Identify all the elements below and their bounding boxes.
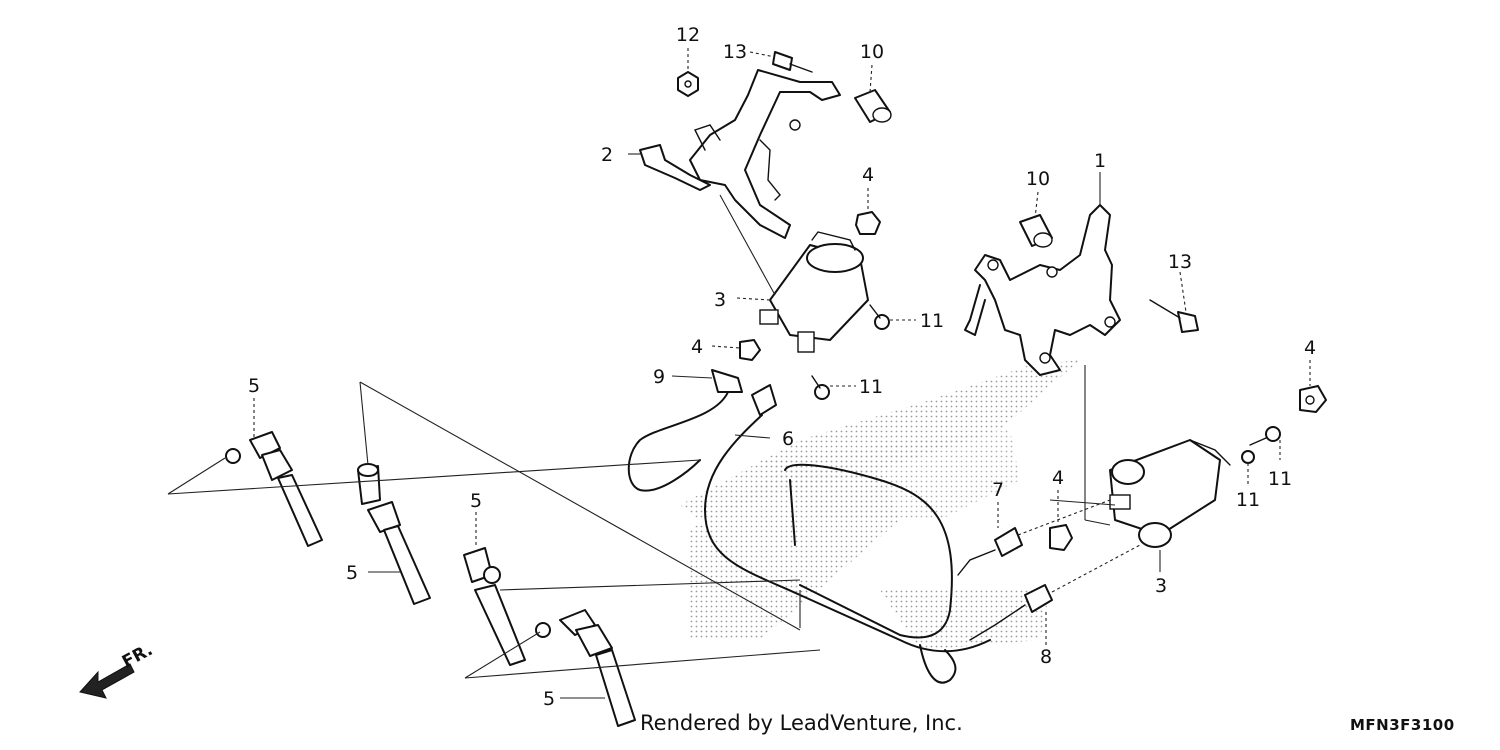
callout-5-mid-upper[interactable]: 5: [470, 490, 482, 512]
callout-13-right[interactable]: 13: [1168, 251, 1192, 273]
ignition-coil-right[interactable]: [1109, 439, 1231, 548]
diagram-code: MFN3F3100: [1350, 716, 1455, 734]
callout-12[interactable]: 12: [676, 24, 700, 46]
callout-3-right[interactable]: 3: [1155, 575, 1167, 597]
stipple-shading: [680, 360, 1080, 650]
high-tension-cable-6[interactable]: [704, 384, 991, 684]
callout-4-right[interactable]: 4: [1304, 337, 1316, 359]
callout-5-left[interactable]: 5: [248, 375, 260, 397]
render-credit: Rendered by LeadVenture, Inc.: [640, 711, 963, 735]
bolt-11-mid[interactable]: [811, 375, 830, 400]
ignition-coil-left[interactable]: [759, 231, 869, 353]
callout-8[interactable]: 8: [1040, 646, 1052, 668]
assembly-guide-lines: [167, 194, 1141, 679]
bolt-13-upper[interactable]: [772, 51, 813, 73]
callout-11-mid[interactable]: 11: [859, 376, 883, 398]
cable-connector-7[interactable]: [957, 527, 1023, 576]
callout-3-left[interactable]: 3: [714, 289, 726, 311]
nut-12[interactable]: [677, 71, 699, 97]
spark-plug-cap-5-a[interactable]: [225, 431, 323, 547]
callout-9[interactable]: 9: [653, 366, 665, 388]
callout-4-mid[interactable]: 4: [691, 336, 703, 358]
callout-2[interactable]: 2: [601, 144, 613, 166]
spark-plug-cap-5-c[interactable]: [463, 547, 526, 666]
rubber-cap-4-upper[interactable]: [855, 211, 881, 235]
bolt-11-upper[interactable]: [869, 304, 890, 330]
callout-5-bottom[interactable]: 5: [543, 688, 555, 710]
callout-4-upper[interactable]: 4: [862, 164, 874, 186]
callout-11-right-a[interactable]: 11: [1268, 468, 1292, 490]
callout-11-upper[interactable]: 11: [920, 310, 944, 332]
callout-numbers: 12 13 10 2 4 10 1 13 3 11 4 9 11 4 5 6 1…: [248, 24, 1316, 710]
callout-4-lower[interactable]: 4: [1052, 467, 1064, 489]
callout-13-upper[interactable]: 13: [723, 41, 747, 63]
spark-plug-cap-5-d[interactable]: [535, 609, 636, 727]
callout-leaders: [253, 48, 1311, 699]
bolt-11-right-b[interactable]: [1241, 450, 1255, 464]
collar-10-upper[interactable]: [854, 89, 892, 123]
wire-clip[interactable]: [639, 144, 711, 191]
bolt-13-right[interactable]: [1149, 299, 1199, 333]
spark-plug-cap-5-b[interactable]: [357, 463, 431, 605]
upper-bracket[interactable]: [689, 69, 841, 239]
front-direction-arrow-icon: FR.: [79, 640, 156, 699]
callout-5-mid-left[interactable]: 5: [346, 562, 358, 584]
right-bracket[interactable]: [964, 204, 1121, 376]
callout-10-right[interactable]: 10: [1026, 168, 1050, 190]
cable-connector-8[interactable]: [969, 584, 1053, 641]
callout-11-right-b[interactable]: 11: [1236, 489, 1260, 511]
callout-6[interactable]: 6: [782, 428, 794, 450]
collar-10-right[interactable]: [1019, 214, 1053, 248]
rubber-cap-4-mid[interactable]: [739, 339, 761, 361]
rubber-cap-4-right[interactable]: [1299, 385, 1327, 413]
callout-7[interactable]: 7: [992, 479, 1004, 501]
callout-1[interactable]: 1: [1094, 150, 1106, 172]
callout-10-upper[interactable]: 10: [860, 41, 884, 63]
rubber-cap-4-lower[interactable]: [1049, 524, 1073, 551]
bolt-11-right-a[interactable]: [1249, 426, 1281, 446]
high-tension-cable-9[interactable]: [627, 369, 743, 492]
